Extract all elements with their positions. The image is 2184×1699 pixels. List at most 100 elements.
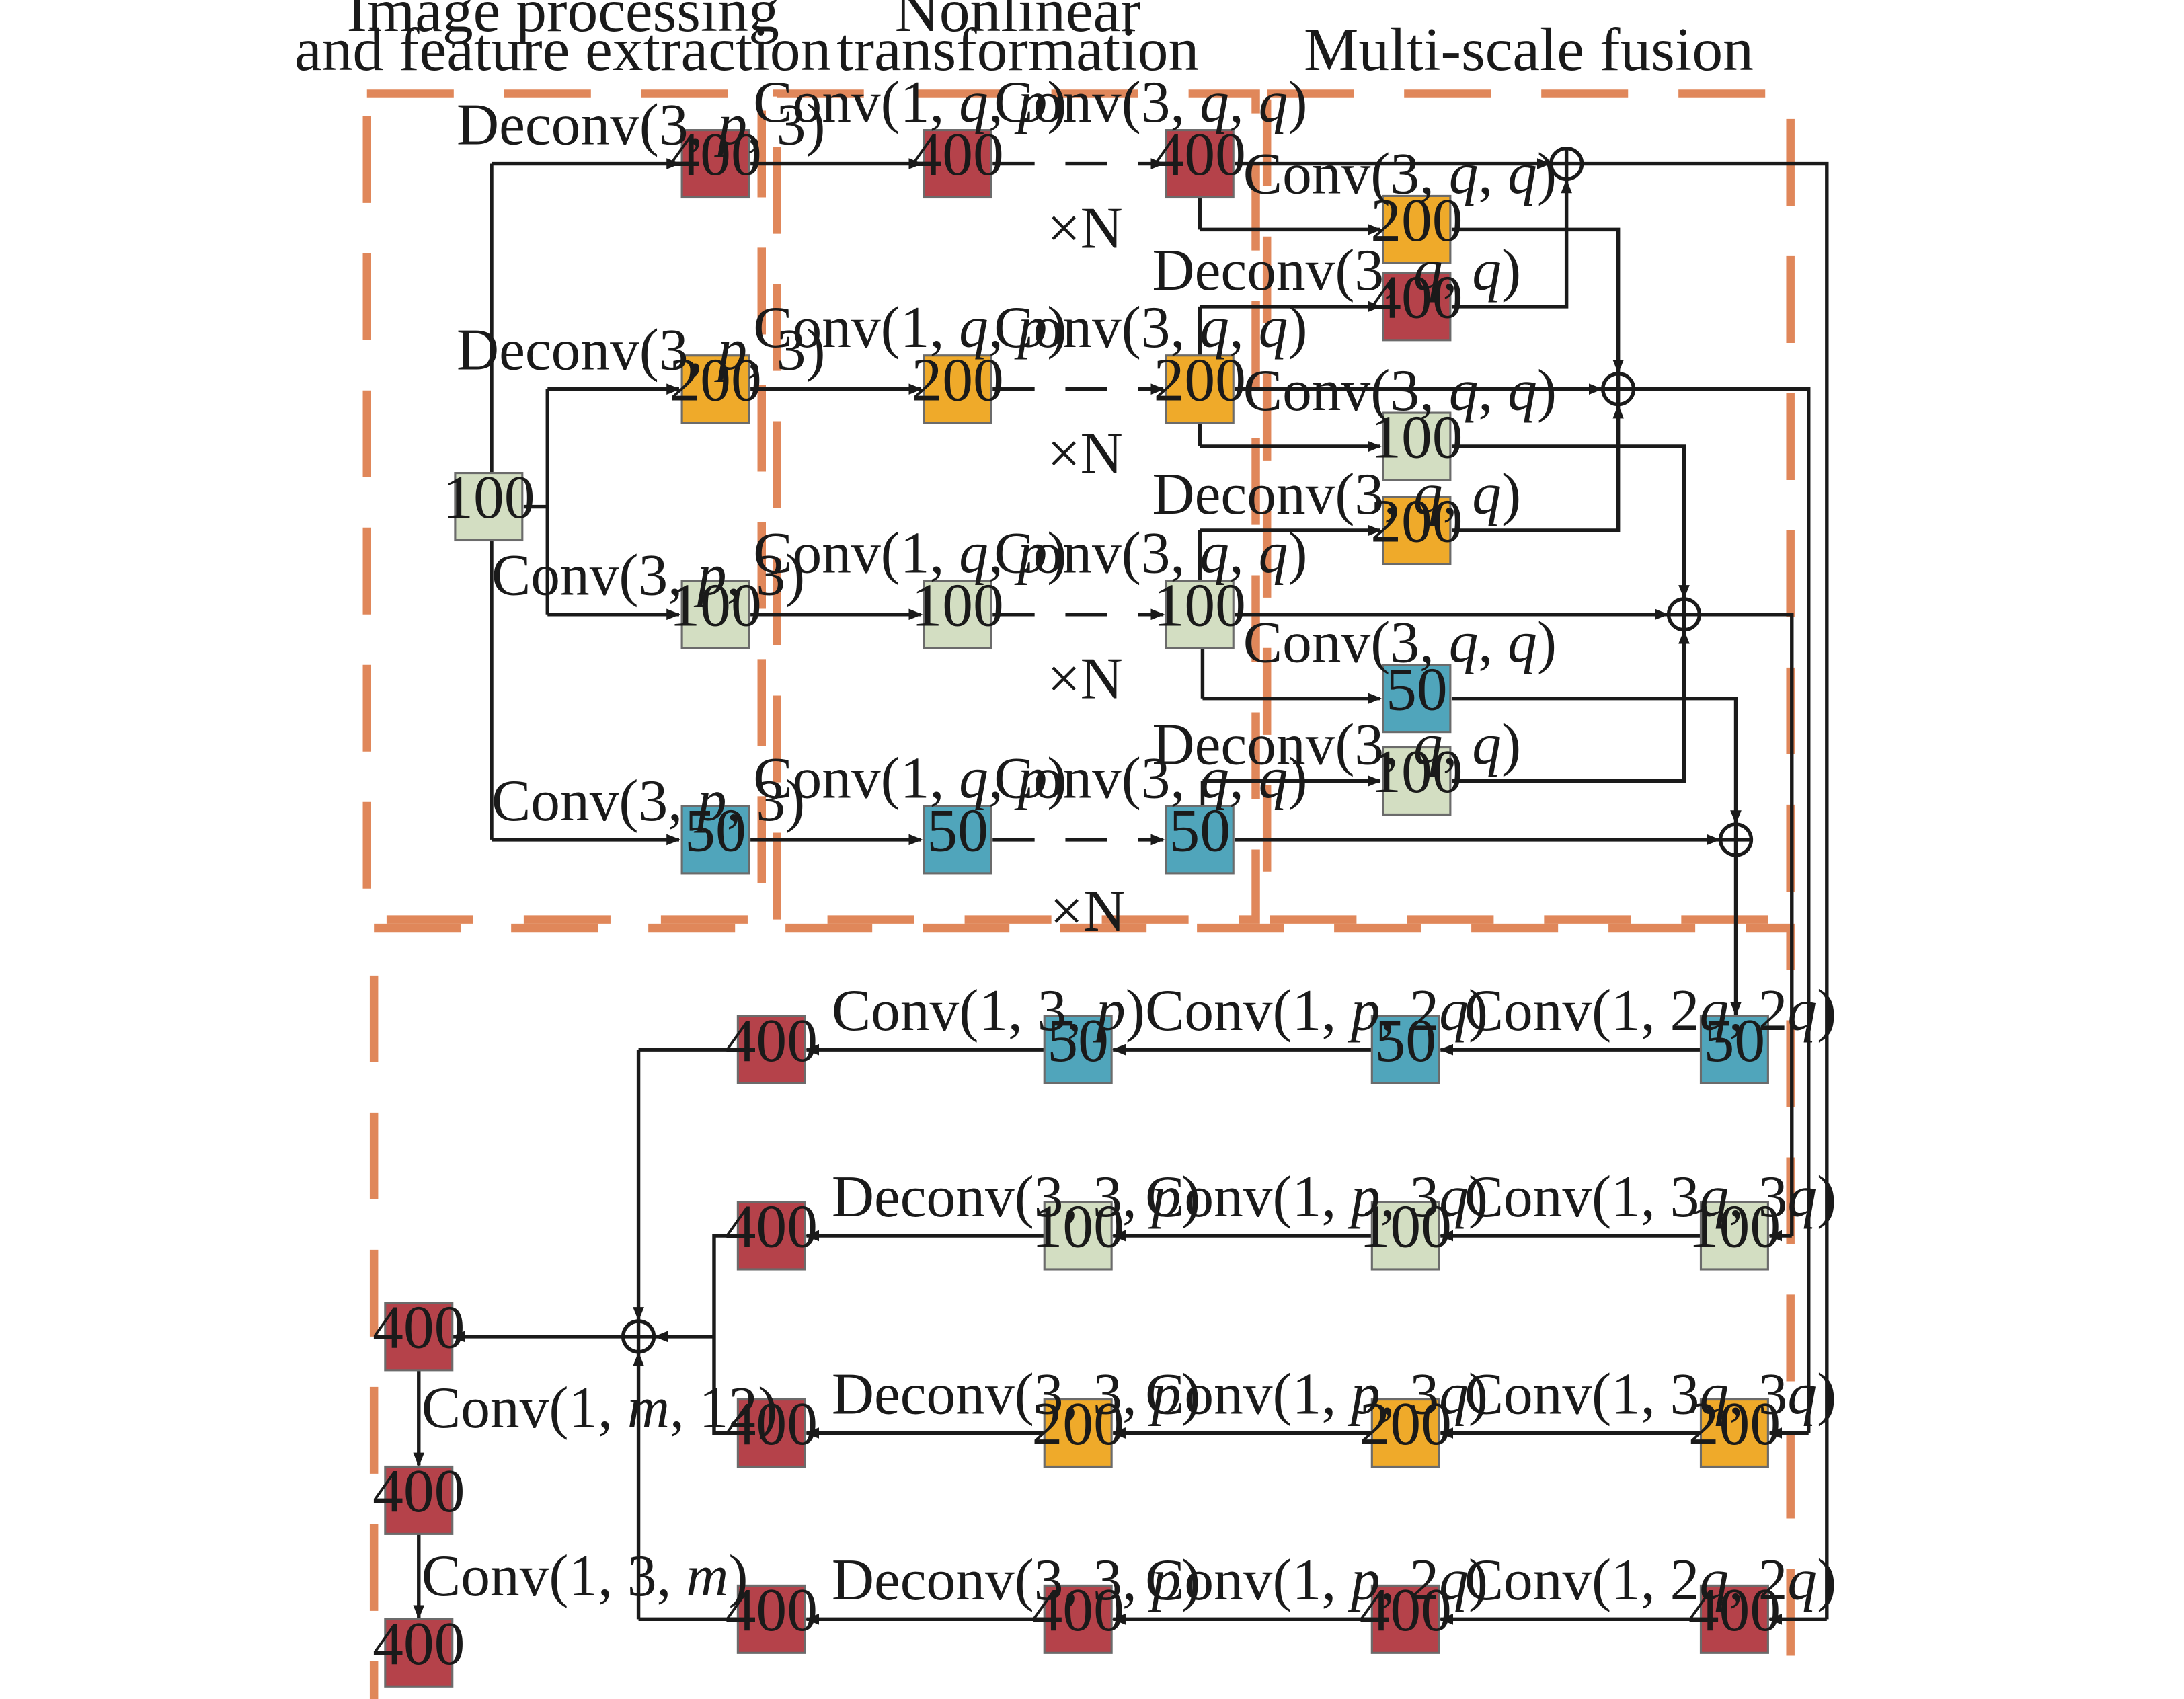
output-chain-label-1: Conv(1, 3, m) — [422, 1543, 748, 1608]
branch-200-box-3-fill — [1165, 354, 1235, 424]
branch-200-box-3: 200 — [1154, 345, 1246, 424]
branch-50-box-3: 50 — [1165, 796, 1235, 875]
recon-row-0-box-2: 50 — [1043, 1006, 1113, 1084]
output-box-0-value: 400 — [373, 1293, 465, 1361]
branch-50-box-1-fill — [680, 805, 750, 875]
repeat-mark-bottom: ×N — [1050, 878, 1126, 943]
branch-100-box-1-fill — [680, 580, 750, 649]
merge-wire-400 — [1583, 161, 1829, 1620]
branch-400-box-3: 400 — [1154, 120, 1246, 199]
branch-400-conv-label: Conv(1, q, p) — [753, 69, 1066, 134]
recon-row-0-box-3-fill — [736, 1015, 806, 1084]
branch-100-box-2-fill — [923, 580, 992, 649]
fusion-down-box-2-fill — [1382, 664, 1452, 734]
fusion-down-label-2: Conv(3, q, q) — [1243, 610, 1557, 675]
recon-row-0-box-2-value: 50 — [1047, 1006, 1109, 1074]
fusion-up-to-sum-0 — [1451, 179, 1572, 309]
branch-200-box-2: 200 — [911, 345, 1004, 424]
fusion-sum-200 — [1601, 372, 1636, 407]
fusion-down-label-1: Conv(3, q, q) — [1243, 358, 1557, 423]
branch-400-entry-label: Deconv(3, p, 3) — [457, 91, 826, 157]
fusion-sum-100 — [1666, 597, 1702, 632]
recon-row-0-box-3-value: 400 — [726, 1006, 818, 1074]
branch-200-box-1: 200 — [669, 345, 762, 424]
branch-200-conv2-label: Conv(3, q, q) — [994, 294, 1307, 360]
fusion-up-box-2-fill — [1382, 746, 1452, 816]
branch-400-box-2-value: 400 — [911, 120, 1003, 188]
input-box-value: 100 — [442, 463, 535, 531]
recon-row-0-box-1-fill — [1370, 1015, 1440, 1084]
recon-row-3-box-3-fill — [736, 1584, 806, 1654]
recon-row-0-box-3: 400 — [726, 1006, 818, 1084]
branch-50-box-3-value: 50 — [1169, 796, 1231, 865]
recon-row-2-box-3-value: 400 — [726, 1389, 818, 1458]
recon-row-1-box-0: 100 — [1688, 1192, 1781, 1271]
fusion-up-box-1: 200 — [1370, 487, 1463, 565]
section-title-nonlinear-2: transformation — [836, 15, 1199, 83]
recon-row-1-label-2: Deconv(3, 3, p) — [832, 1164, 1201, 1229]
branch-100-box-2-value: 100 — [911, 570, 1003, 639]
output-box-1-fill — [384, 1465, 454, 1535]
branch-400-box-1-value: 400 — [669, 120, 761, 188]
output-box-2-fill — [384, 1618, 454, 1688]
output-box-2-value: 400 — [373, 1609, 465, 1677]
branch-400-conv2-label: Conv(3, q, q) — [994, 69, 1307, 134]
fusion-down-to-sum-0 — [1451, 227, 1624, 374]
output-box-1: 400 — [373, 1456, 465, 1535]
recon-row-0-label-0: Conv(1, 2q, 2q) — [1465, 978, 1837, 1043]
output-box-1-value: 400 — [373, 1456, 465, 1525]
branch-200-box-3-value: 200 — [1154, 345, 1246, 413]
frame-reconstruction — [369, 923, 1795, 1699]
section-title-fusion: Multi-scale fusion — [1304, 15, 1754, 83]
recon-row-3-box-1-fill — [1370, 1584, 1440, 1654]
repeat-mark-200: ×N — [1047, 421, 1122, 486]
frame-feature-extraction — [362, 89, 766, 924]
section-title-feature-extraction-2: and feature extraction — [295, 15, 831, 83]
frame-nonlinear-transformation — [773, 89, 1260, 924]
fusion-up-box-0: 400 — [1370, 263, 1463, 342]
recon-row-2-box-3: 400 — [726, 1389, 818, 1468]
fusion-down-box-2: 50 — [1382, 654, 1452, 734]
recon-row-2-box-2-value: 200 — [1031, 1389, 1124, 1458]
recon-row-2-label-1: Conv(1, p, 3q) — [1145, 1361, 1488, 1426]
input-box-fill — [454, 472, 524, 542]
branch-400-box-3-value: 400 — [1154, 120, 1246, 188]
recon-row-3-box-2-fill — [1043, 1584, 1113, 1654]
branch-100-conv-label: Conv(1, q, p) — [753, 520, 1066, 585]
output-sum — [621, 1319, 656, 1354]
branch-100-box-2: 100 — [911, 570, 1004, 649]
operation-labels: Deconv(3, p, 3)Conv(1, q, p)Conv(3, q, q… — [422, 69, 1836, 1612]
branch-200-box-1-fill — [680, 354, 750, 424]
repeat-mark-100: ×N — [1047, 646, 1122, 711]
fusion-sum-400 — [1549, 146, 1584, 182]
branch-50-box-3-fill — [1165, 805, 1235, 875]
branch-100-box-1: 100 — [669, 570, 762, 649]
recon-row-2-label-0: Conv(1, 3q, 3q) — [1465, 1361, 1837, 1426]
fusion-up-box-0-fill — [1382, 272, 1452, 342]
recon-row-1-box-1-value: 100 — [1360, 1192, 1452, 1261]
output-box-0-fill — [384, 1302, 454, 1372]
branch-400-box-1: 400 — [669, 120, 762, 199]
recon-row-3-box-0-fill — [1699, 1584, 1769, 1654]
fusion-down-box-1: 100 — [1370, 403, 1463, 481]
branch-100-box-1-value: 100 — [669, 570, 761, 639]
branch-50-box-1: 50 — [680, 796, 750, 875]
recon-row-1-box-1-fill — [1370, 1201, 1440, 1271]
branch-50-box-2-fill — [923, 805, 992, 875]
fusion-down-to-sum-1 — [1451, 444, 1690, 599]
section-title-feature-extraction: Image processing — [346, 0, 779, 44]
recon-row-3-label-1: Conv(1, p, 2q) — [1145, 1547, 1488, 1612]
branch-400-box-3-fill — [1165, 129, 1235, 199]
recon-row-3-box-2: 400 — [1031, 1575, 1124, 1654]
fusion-sum-50 — [1718, 822, 1754, 857]
branch-400-box-2: 400 — [911, 120, 1004, 199]
fusion-up-box-0-value: 400 — [1370, 263, 1462, 331]
branch-100-entry-label: Conv(3, p, 3) — [492, 543, 805, 608]
recon-row-1-box-0-value: 100 — [1688, 1192, 1781, 1261]
recon-row-0-box-0-fill — [1699, 1015, 1769, 1084]
recon-row-2-box-1: 200 — [1360, 1389, 1452, 1468]
input-box: 100 — [442, 463, 535, 542]
recon-out-wire-mid — [712, 1234, 738, 1435]
connection-lines — [413, 158, 1829, 1625]
branch-100-box-3: 100 — [1154, 570, 1246, 649]
